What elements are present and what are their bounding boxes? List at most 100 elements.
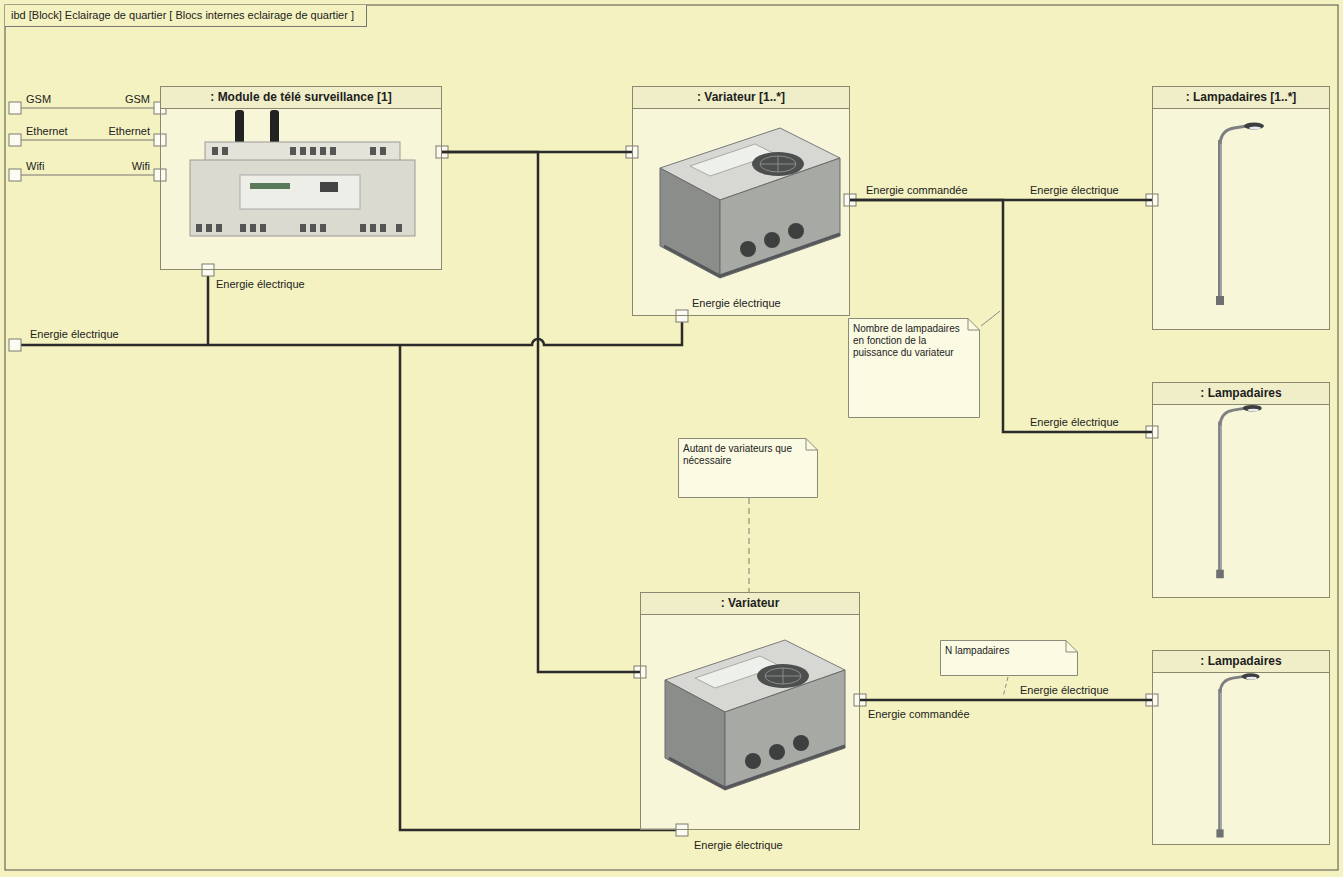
note-box: Nombre de lampadaires en fonction de la … xyxy=(848,318,980,418)
module-top xyxy=(205,142,400,162)
block-title: : Variateur [1..*] xyxy=(633,87,849,109)
frame xyxy=(5,5,1338,870)
diagram-title: ibd [Block] Eclairage de quartier [ Bloc… xyxy=(5,5,367,27)
note-box: N lampadaires xyxy=(940,640,1078,676)
drawing-part xyxy=(320,147,326,155)
block-part: : Lampadaires xyxy=(1152,650,1330,845)
drawing-part xyxy=(212,147,218,155)
note-text: N lampadaires xyxy=(940,640,1078,661)
note-anchor xyxy=(749,498,750,592)
drawing-part xyxy=(310,224,316,232)
ports xyxy=(9,102,1158,836)
drawing-part xyxy=(370,147,376,155)
drawing-part xyxy=(260,224,266,232)
module-body xyxy=(190,160,415,236)
block-fill xyxy=(640,592,860,830)
drawing-part xyxy=(196,224,202,232)
block-part: : Module de télé surveillance [1] xyxy=(160,86,442,270)
signal-wires xyxy=(21,108,154,175)
port-label: GSM xyxy=(125,93,150,106)
power-wire xyxy=(21,322,682,345)
port xyxy=(202,264,214,276)
drawing-part xyxy=(300,224,306,232)
power-wire xyxy=(207,276,210,345)
block-title: : Module de télé surveillance [1] xyxy=(161,87,441,109)
streetlamp-picture xyxy=(1216,123,1264,306)
streetlamp-picture xyxy=(1216,673,1259,837)
drawing-part xyxy=(360,224,366,232)
port-label: Energie électrique xyxy=(1030,416,1119,429)
block-part: : Lampadaires xyxy=(1152,382,1330,598)
module-face xyxy=(240,175,360,209)
terminal-row xyxy=(196,147,402,232)
drawing-part xyxy=(240,224,246,232)
port-label: Energie électrique xyxy=(216,278,305,291)
port-label: Energie commandée xyxy=(868,708,970,721)
block-fill xyxy=(632,86,850,316)
port-label: Energie électrique xyxy=(694,839,783,852)
drawing-part xyxy=(222,147,228,155)
port xyxy=(9,134,21,146)
port-label: GSM xyxy=(26,93,51,106)
note-box: Autant de variateurs que nécessaire xyxy=(678,438,818,498)
port-label: Ethernet xyxy=(26,125,68,138)
block-part: : Variateur xyxy=(640,592,860,830)
drawing-part xyxy=(216,224,222,232)
block-fill xyxy=(1152,382,1330,598)
block-title: : Lampadaires xyxy=(1153,651,1329,673)
ethernet-wire xyxy=(21,140,154,141)
port-label: Wifi xyxy=(132,160,150,173)
note-text: Autant de variateurs que nécessaire xyxy=(678,438,818,471)
port-label: Energie électrique xyxy=(692,297,781,310)
drawing-part xyxy=(380,224,386,232)
note-fold xyxy=(968,319,980,331)
block-title: : Lampadaires xyxy=(1153,383,1329,405)
port-label: Wifi xyxy=(26,160,44,173)
wifi-wire xyxy=(21,175,154,176)
drawing-part xyxy=(330,147,336,155)
connector xyxy=(860,699,1152,702)
drawing-part xyxy=(380,147,386,155)
streetlamp-picture xyxy=(1216,405,1262,578)
port-label: Energie électrique xyxy=(1020,684,1109,697)
note-shape xyxy=(941,641,1078,676)
gsm-wire xyxy=(21,108,154,109)
drawing-part xyxy=(396,224,402,232)
note-fold xyxy=(1066,641,1078,653)
power-bus xyxy=(21,276,682,830)
drawing-part xyxy=(300,147,306,155)
note-shape xyxy=(849,319,980,418)
block-title: : Lampadaires [1..*] xyxy=(1153,87,1329,109)
port xyxy=(676,824,688,836)
note-fold xyxy=(806,439,818,451)
drawing-part xyxy=(370,224,376,232)
dimmer-picture xyxy=(660,128,840,278)
module-picture xyxy=(190,110,415,236)
port xyxy=(9,102,21,114)
drawing-part xyxy=(290,147,296,155)
block-part: : Lampadaires [1..*] xyxy=(1152,86,1330,330)
drawing-part xyxy=(320,224,326,232)
note-text: Nombre de lampadaires en fonction de la … xyxy=(848,318,980,363)
module-display xyxy=(250,183,290,189)
port-label: Energie électrique xyxy=(1030,184,1119,197)
connector xyxy=(442,152,640,672)
block-fill xyxy=(1152,650,1330,845)
block-title: : Variateur xyxy=(641,593,859,615)
note-leader xyxy=(981,311,1000,326)
drawing-part xyxy=(206,224,212,232)
port xyxy=(9,339,21,351)
drawing-part xyxy=(250,224,256,232)
port xyxy=(676,310,688,322)
port-label: Energie électrique xyxy=(30,328,119,341)
drawing-part xyxy=(310,147,316,155)
module-logo xyxy=(320,182,338,192)
block-part: : Variateur [1..*] xyxy=(632,86,850,316)
port xyxy=(9,169,21,181)
note-shape xyxy=(679,439,818,498)
note-leader xyxy=(1003,677,1008,697)
port-label: Energie commandée xyxy=(866,184,968,197)
dimmer-picture xyxy=(665,640,845,790)
